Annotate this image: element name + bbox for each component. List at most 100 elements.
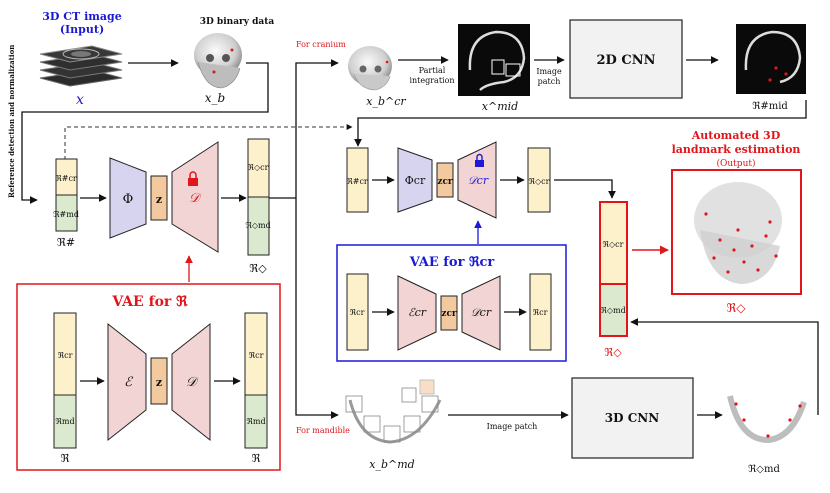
vae-r-frame — [16, 283, 281, 471]
main-output-bottom: ℜ◇md — [245, 221, 270, 230]
result-skull-image — [694, 182, 782, 284]
mandible-label: For mandible — [296, 426, 350, 435]
vae-r-output-label: ℜ — [252, 452, 261, 465]
main-input-vector — [55, 158, 78, 232]
mid-result-image — [736, 24, 806, 94]
image-patch-2: patch — [538, 77, 561, 86]
vae-cr-encoder-label: ℰcr — [408, 306, 427, 319]
vae-r-input-bottom: ℜmd — [55, 417, 74, 426]
partial-integration-2: integration — [409, 76, 454, 85]
mandible-result-symbol: ℜ◇md — [748, 464, 780, 475]
vae-r-title: VAE for ℜ — [111, 294, 188, 310]
vae-cr-latent-label: zcr — [441, 309, 457, 319]
mid-result-symbol: ℜ#mid — [752, 101, 788, 112]
main-input-label: ℜ# — [57, 236, 75, 249]
main-input-bottom: ℜ#md — [53, 210, 79, 219]
vae-cr-output-vector — [529, 273, 552, 351]
lock-icon — [188, 171, 198, 186]
cranium-label: For cranium — [296, 40, 346, 49]
cr-encoder-shape — [397, 147, 433, 213]
result-vector — [599, 201, 628, 337]
cnn3d-box — [571, 377, 694, 459]
cr-input-vector — [346, 147, 369, 213]
result-title-1: Automated 3D — [691, 129, 781, 142]
arrow-to-mandible — [295, 198, 339, 419]
vae-r-encoder-label: ℰ — [124, 375, 133, 390]
binary-skull-image — [194, 33, 242, 89]
vae-cr-decoder-label: 𝒟cr — [471, 306, 492, 319]
result-label: ℜ◇ — [604, 346, 622, 359]
vae-cr-encoder-shape — [397, 275, 437, 351]
vae-r-input-label: ℜ — [61, 452, 70, 465]
main-output-vector — [247, 138, 270, 256]
vae-r-latent-box — [150, 357, 168, 405]
main-encoder-shape — [109, 157, 147, 239]
input-subtitle: (Input) — [60, 23, 104, 36]
vae-r-decoder-shape — [171, 322, 211, 442]
mid-symbol: x^mid — [482, 100, 518, 113]
cr-output-vector — [527, 147, 551, 213]
vae-cr-latent-box — [440, 295, 458, 331]
cr-decoder-shape — [457, 141, 497, 219]
input-title: 3D CT image — [42, 10, 121, 23]
arrow-mandible-to-result — [630, 318, 819, 415]
mandible-symbol: x_b^md — [369, 458, 414, 471]
arrow-mid-to-cr-input — [354, 100, 807, 147]
vae-r-output-bottom: ℜmd — [246, 417, 265, 426]
main-output-top: ℜ◇cr — [248, 163, 269, 172]
cr-lock-icon — [475, 153, 484, 167]
mid-slice-image — [458, 24, 530, 96]
cnn2d-box — [569, 19, 683, 99]
partial-integration-1: Partial — [419, 66, 446, 75]
vae-cr-decoder-shape — [461, 275, 501, 351]
dashed-connection — [64, 124, 353, 160]
result-top: ℜ◇cr — [603, 240, 624, 249]
cnn2d-label: 2D CNN — [597, 53, 656, 68]
vae-r-input-top: ℜcr — [58, 351, 73, 360]
cranium-symbol: x_b^cr — [366, 95, 406, 108]
vae-r-output-vector — [244, 312, 268, 449]
cr-output-label: ℜ◇cr — [529, 177, 550, 186]
cr-input-label: ℜ#cr — [346, 177, 368, 186]
arrow-to-cranium — [295, 59, 339, 198]
cranium-skull-image — [348, 46, 392, 91]
vae-cr-output-label: ℜcr — [533, 308, 548, 317]
main-latent-label: z — [156, 193, 162, 206]
ct-stack-image — [39, 45, 123, 87]
result-image-label: ℜ◇ — [727, 301, 747, 315]
vae-cr-frame — [336, 244, 567, 362]
cr-encoder-label: Φcr — [405, 174, 426, 187]
side-label: Reference detection and normalization — [7, 45, 16, 198]
arrow-binary-to-normalize — [21, 62, 269, 204]
binary-symbol: x_b — [205, 91, 225, 105]
main-decoder-shape — [171, 141, 219, 253]
cr-latent-label: zcr — [437, 177, 453, 187]
vae-r-output-top: ℜcr — [249, 351, 264, 360]
main-decoder-label: 𝒟 — [189, 191, 202, 206]
vae-r-decoder-label: 𝒟 — [186, 375, 199, 390]
main-latent-box — [150, 175, 168, 221]
result-title-2: landmark estimation — [672, 143, 801, 156]
vae-r-encoder-shape — [107, 322, 147, 442]
result-title-3: (Output) — [717, 158, 756, 169]
vae-r-latent-label: z — [156, 376, 162, 389]
main-input-top: ℜ#cr — [55, 174, 77, 183]
cnn3d-label: 3D CNN — [605, 411, 659, 425]
image-patch-1: Image — [536, 67, 562, 76]
vae-cr-input-vector — [346, 273, 369, 351]
cr-decoder-label: 𝒟cr — [468, 174, 489, 187]
main-encoder-label: Φ — [123, 192, 134, 207]
mandible-result-image — [727, 395, 807, 444]
cr-latent-box — [436, 162, 454, 198]
input-symbol: x — [76, 92, 84, 108]
mandible-image-patch: Image patch — [487, 422, 538, 431]
binary-title: 3D binary data — [200, 17, 275, 27]
main-output-label: ℜ◇ — [249, 262, 267, 275]
arrow-cr-to-result — [554, 179, 616, 199]
mandible-patches-image — [345, 379, 442, 444]
vae-cr-title: VAE for ℜcr — [409, 255, 495, 270]
result-bottom: ℜ◇md — [600, 306, 625, 315]
vae-cr-input-label: ℜcr — [350, 308, 365, 317]
vae-r-input-vector — [53, 312, 77, 449]
